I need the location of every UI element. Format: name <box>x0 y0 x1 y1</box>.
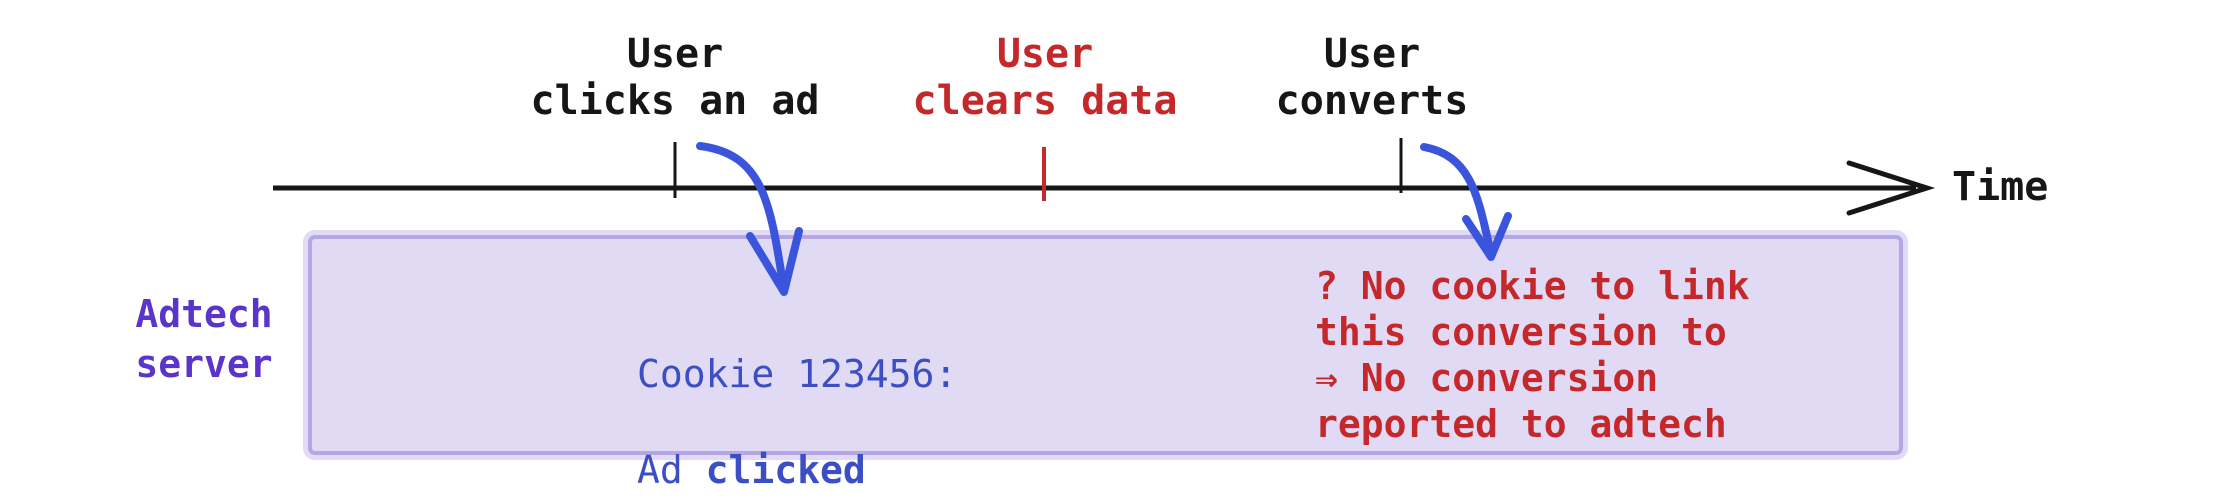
time-axis-label: Time <box>1952 164 2049 210</box>
timeline-arrowhead-icon <box>1846 160 1936 216</box>
cookie-note-line1: Cookie 123456: <box>637 352 958 396</box>
conversion-failure-note: ? No cookie to link this conversion to ⇒… <box>1315 264 1750 446</box>
curved-arrow-convert-head <box>1462 212 1512 261</box>
cookie-note: Cookie 123456: Ad clicked <box>637 302 957 498</box>
event-label-user-clicks: User clicks an ad <box>530 31 820 124</box>
curved-arrow-click-shaft <box>696 142 787 288</box>
event-label-user-clears: User clears data <box>912 31 1178 124</box>
cookie-note-line2-prefix: Ad <box>637 448 706 492</box>
adtech-server-box <box>308 235 1903 455</box>
cookie-note-line2-bold: clicked <box>705 448 866 492</box>
curved-arrow-click-head <box>746 227 803 296</box>
event-label-user-converts: User converts <box>1275 31 1469 124</box>
curved-arrow-convert-icon <box>1420 143 1512 261</box>
curved-arrow-click-icon <box>696 142 803 296</box>
cookie-note-line2: Ad clicked <box>637 446 957 494</box>
curved-arrow-convert-shaft <box>1420 143 1494 253</box>
adtech-server-label: Adtech server <box>135 292 273 386</box>
